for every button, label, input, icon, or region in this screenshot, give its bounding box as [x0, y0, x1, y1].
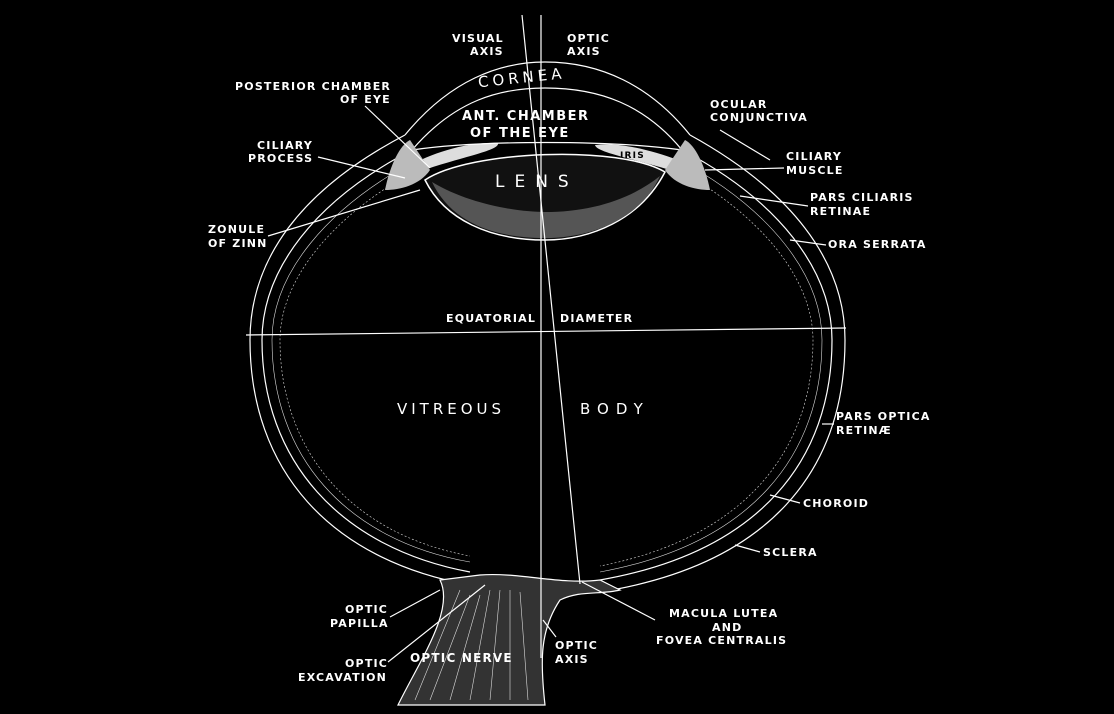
- posterior-chamber-label: POSTERIOR CHAMBER: [235, 80, 391, 93]
- zonule-label-2: OF ZINN: [208, 237, 268, 250]
- optic-papilla-label-2: PAPILLA: [330, 617, 389, 630]
- equatorial-diameter-line: [245, 327, 847, 336]
- ant-chamber-label: ANT. CHAMBER: [462, 109, 590, 124]
- eyeball-wall: [249, 134, 846, 593]
- choroid-label: CHOROID: [803, 497, 869, 510]
- macula-label-3: FOVEA CENTRALIS: [656, 634, 787, 647]
- ciliary-muscle-label: CILIARY: [786, 150, 842, 163]
- optic-axis-bottom-label: OPTIC: [555, 639, 598, 652]
- macula-label-2: AND: [712, 621, 742, 634]
- ocular-conjunctiva-label: OCULAR: [710, 98, 768, 111]
- sclera-label: SCLERA: [763, 546, 818, 559]
- pars-ciliaris-label: PARS CILIARIS: [810, 191, 914, 204]
- vitreous-label: VITREOUS: [397, 400, 505, 418]
- visual-axis-label: VISUAL: [452, 32, 504, 45]
- optic-papilla-label: OPTIC: [345, 603, 388, 616]
- pars-optica-label: PARS OPTICA: [836, 410, 931, 423]
- visual-axis-line: [521, 14, 581, 585]
- optic-axis-top-label: OPTIC: [567, 32, 610, 45]
- optic-axis-bottom-label-2: AXIS: [555, 653, 589, 666]
- cornea-outer: [404, 61, 691, 136]
- ciliary-process-label: CILIARY: [257, 139, 313, 152]
- visual-axis-label-2: AXIS: [470, 45, 504, 58]
- body-label: BODY: [580, 400, 650, 418]
- posterior-chamber-label-2: OF EYE: [340, 93, 391, 106]
- ciliary-process-label-2: PROCESS: [248, 152, 313, 165]
- pars-optica-label-2: RETINÆ: [836, 424, 892, 437]
- optic-nerve: OPTIC NERVE: [397, 573, 622, 706]
- macula-label: MACULA LUTEA: [669, 607, 778, 620]
- iris-line: [411, 141, 683, 151]
- ciliary-muscle-label-2: MUSCLE: [786, 164, 844, 177]
- ora-serrata-label: ORA SERRATA: [828, 238, 927, 251]
- iris-left: [410, 142, 499, 168]
- ocular-conjunctiva-label-2: CONJUNCTIVA: [710, 111, 808, 124]
- ant-chamber-label-2: OF THE EYE: [470, 126, 570, 141]
- optic-nerve-label: OPTIC NERVE: [410, 651, 513, 665]
- lens-label: LENS: [495, 172, 579, 192]
- optic-axis-top-label-2: AXIS: [567, 45, 601, 58]
- lens-shading: [432, 176, 660, 238]
- zonule-label: ZONULE: [208, 223, 265, 236]
- iris-right: [595, 144, 678, 170]
- ciliary-body-left: [385, 140, 430, 190]
- pars-ciliaris-label-2: RETINAE: [810, 205, 871, 218]
- cornea-inner: [411, 87, 683, 151]
- equatorial-label: EQUATORIAL: [446, 312, 536, 325]
- optic-excavation-label: OPTIC: [345, 657, 388, 670]
- diameter-label: DIAMETER: [560, 312, 633, 325]
- ciliary-body-right: [665, 140, 710, 190]
- optic-excavation-label-2: EXCAVATION: [298, 671, 387, 684]
- iris-label: IRIS: [620, 151, 645, 161]
